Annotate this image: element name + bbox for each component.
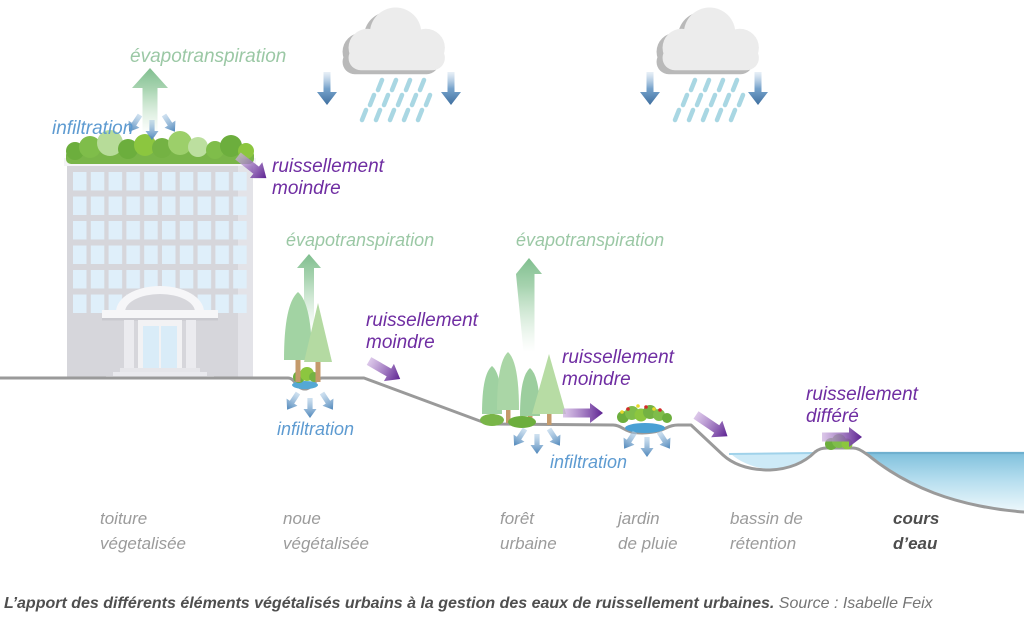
entrance-arch-inner [125,294,195,312]
entrance-steps [120,368,200,372]
cloud-icon [342,7,445,75]
ground-label-line: végétalisée [283,533,370,553]
rain-garden-icon [617,404,672,433]
infiltration-arrows-icon [282,389,339,418]
urban-forest-icon [480,352,566,428]
entrance-canopy [102,310,218,318]
ground-line [0,376,1024,514]
runoff-less-line2: moindre [562,369,631,391]
green-roof-plants-icon [66,130,254,164]
ground-label-line: cours [893,509,940,528]
ground-label-foret-urbaine: forêt urbaine [500,507,557,556]
runoff-less-label: ruissellement moindre [366,310,478,355]
ground-label-line: urbaine [500,533,557,553]
entrance-column [124,320,134,372]
evapotranspiration-label: évapotranspiration [286,230,435,250]
ground-label-line: jardin [618,509,660,528]
caption-source: Source : Isabelle Feix [778,595,933,612]
runoff-less-line2: moindre [272,178,341,200]
rain-icon [675,80,743,120]
runoff-arrow-icon [693,411,728,438]
runoff-less-line1: ruissellement [366,310,478,331]
ground-label-line: noue [283,509,321,528]
runoff-deferred-line2: différé [806,406,859,428]
flower-red [658,408,662,412]
rainfall-arrow-icon [317,72,337,105]
entrance-door [143,326,159,372]
evapotranspiration-label: évapotranspiration [130,46,287,67]
shrub-icon [508,416,536,428]
infiltration-arrows-icon [509,425,566,454]
runoff-less-line1: ruissellement [562,347,674,368]
runoff-deferred-line1: ruissellement [806,384,918,405]
ground-label-line: végetalisée [100,533,187,553]
ground-label-line: bassin de [730,509,803,528]
ground-label-line: rétention [730,533,797,553]
ground-label-jardin-de-pluie: jardin de pluie [618,507,678,556]
runoff-less-line1: ruissellement [272,156,384,177]
tree-icon [284,292,332,382]
evapotranspiration-label: évapotranspiration [516,230,665,250]
flower-red [644,405,648,409]
evapotranspiration-arrow-icon [132,68,168,135]
entrance-column [186,320,196,372]
runoff-deferred-label: ruissellement différé [806,384,918,429]
entrance-canopy-shadow [102,318,218,321]
rain-icon [362,80,430,120]
retention-basin-water-surface [728,452,816,455]
entrance-steps [113,372,207,376]
infiltration-label: infiltration [52,118,134,139]
ground-label-bassin-de-retention: bassin de rétention [730,507,803,556]
flower-yellow [652,407,656,411]
ground-label-line: d’eau [893,533,938,553]
entrance-door [161,326,177,372]
runoff-arrow-icon [235,152,267,179]
runoff-less-line2: moindre [366,332,435,354]
ground-label-line: forêt [500,509,535,528]
infiltration-label: infiltration [277,419,355,439]
ground-label-noue-vegetalisee: noue végétalisée [283,507,369,556]
caption-title: L’apport des différents éléments végétal… [4,595,775,612]
ground-label-toiture-vegetalisee: toiture végetalisée [100,507,186,556]
flower-yellow [636,404,640,408]
ground-label-cours-d-eau: cours d’eau [893,507,939,556]
stream-water [866,452,1024,512]
swale-water [292,381,318,389]
building-green-roof-icon [64,158,256,379]
ground-label-line: toiture [100,509,148,528]
ground-label-line: de pluie [618,533,678,553]
figure-caption: L’apport des différents éléments végétal… [4,595,933,613]
rainfall-arrow-icon [640,72,660,105]
runoff-arrow-icon [366,357,401,382]
runoff-arrow-icon [563,403,603,423]
runoff-less-label: ruissellement moindre [562,347,674,392]
flower-red [626,407,630,411]
evapotranspiration-arrow-icon [297,254,321,332]
rainfall-arrow-icon [748,72,768,105]
flower-yellow [620,410,624,414]
evapotranspiration-arrow-icon [516,258,542,352]
rainfall-arrow-icon [441,72,461,105]
cloud-icon [656,7,759,75]
runoff-arrow-icon [822,427,862,447]
rain-garden-water [625,423,665,433]
infiltration-label: infiltration [550,452,628,472]
runoff-less-label: ruissellement moindre [272,156,384,201]
shrub-icon [480,414,504,426]
